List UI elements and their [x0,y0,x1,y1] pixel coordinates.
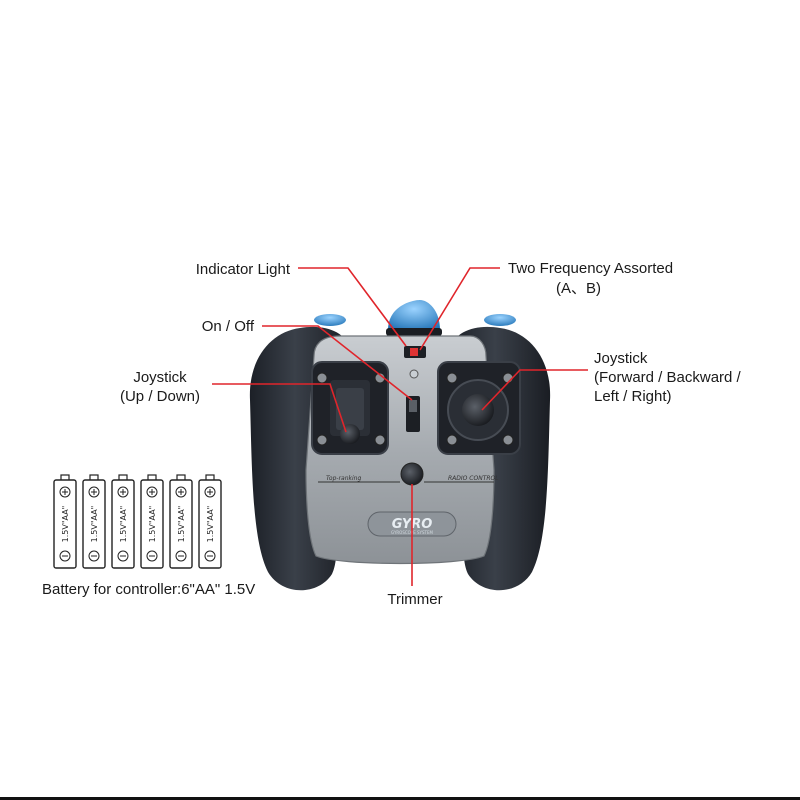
battery-cell: 1.5V"AA" [169,474,193,569]
label-joystick-right-sub1: (Forward / Backward / [594,369,741,386]
label-battery-caption: Battery for controller:6"AA" 1.5V [42,581,256,598]
plus-terminal-icon [59,486,71,498]
bottom-border [0,797,800,800]
battery-cell: 1.5V"AA" [82,474,106,569]
minus-terminal-icon [88,550,100,562]
battery-cell-label: 1.5V"AA" [206,506,215,543]
leader-indicator-light [298,267,407,347]
plus-terminal-icon [204,486,216,498]
trimmer-knob [400,462,424,486]
leader-lines [212,267,588,586]
minus-terminal-icon [146,550,158,562]
label-joystick-right: Joystick [594,350,648,367]
minus-terminal-icon [204,550,216,562]
left-stick-knob [340,424,360,444]
leader-joystick-left [212,383,347,433]
label-joystick-left-sub: (Up / Down) [119,388,201,405]
battery-cell-label: 1.5V"AA" [61,506,70,543]
leader-two-frequency [419,267,500,351]
minus-terminal-icon [175,550,187,562]
antenna-dome [388,300,440,330]
battery-cell: 1.5V"AA" [198,474,222,569]
battery-cell: 1.5V"AA" [53,474,77,569]
battery-cell-label: 1.5V"AA" [148,506,157,543]
battery-cell-label: 1.5V"AA" [90,506,99,543]
plus-terminal-icon [117,486,129,498]
left-shoulder-button [314,314,346,326]
indicator-light [409,369,419,379]
battery-cell: 1.5V"AA" [140,474,164,569]
label-joystick-left: Joystick [133,369,187,386]
label-trimmer: Trimmer [387,591,443,608]
label-on-off: On / Off [201,318,254,335]
label-joystick-right-sub2: Left / Right) [594,388,672,405]
label-indicator-light: Indicator Light [195,261,290,278]
minus-terminal-icon [117,550,129,562]
plus-terminal-icon [146,486,158,498]
battery-cell: 1.5V"AA" [111,474,135,569]
right-shoulder-button [484,314,516,326]
label-two-frequency: Two Frequency Assorted [508,260,674,277]
minus-terminal-icon [59,550,71,562]
battery-group: 1.5V"AA" 1.5V"AA" 1.5V"AA" 1.5V"AA" 1.5V"AA"… [53,474,222,569]
plus-terminal-icon [88,486,100,498]
label-two-frequency-sub: (A、B) [556,280,602,297]
plus-terminal-icon [175,486,187,498]
leader-joystick-right [481,369,588,411]
sticker-left-text: Top-ranking [326,475,361,482]
right-stick-knob [462,394,494,426]
leader-on-off [262,325,413,401]
battery-cell-label: 1.5V"AA" [119,506,128,543]
sticker-right-text: RADIO CONTROL [448,475,499,482]
battery-cell-label: 1.5V"AA" [177,506,186,543]
